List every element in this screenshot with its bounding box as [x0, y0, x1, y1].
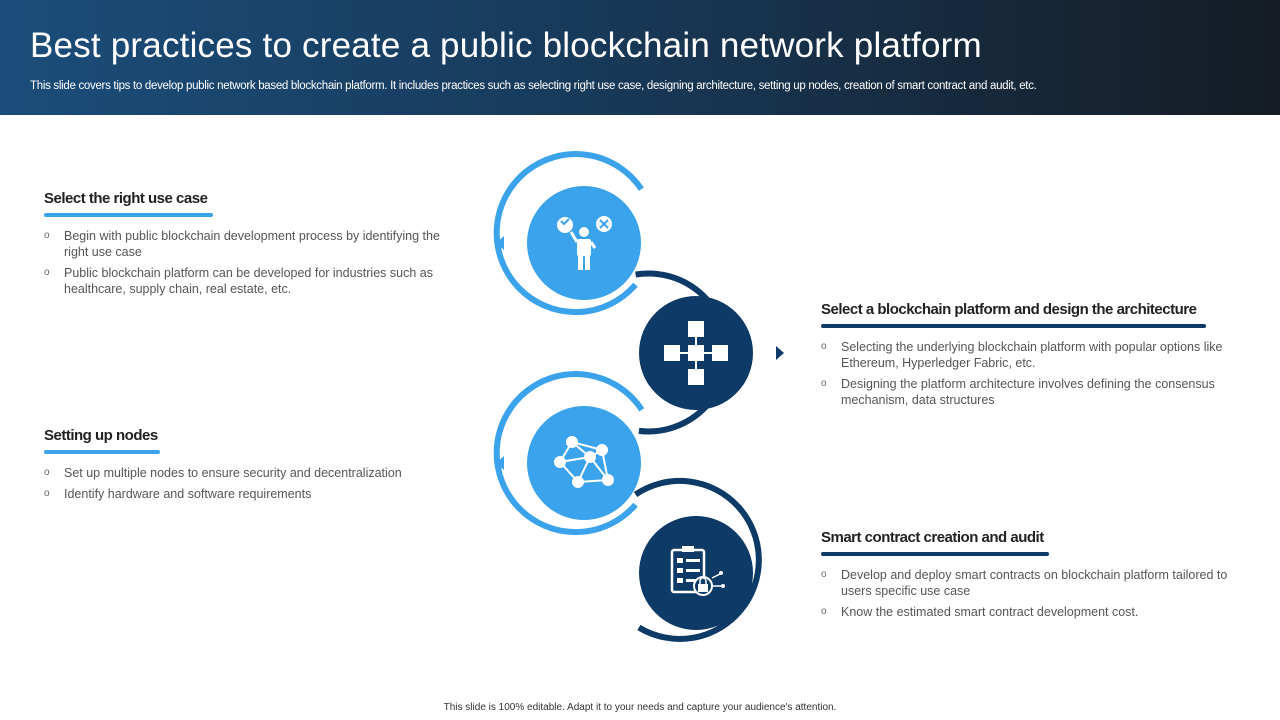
- bullet-item: o Know the estimated smart contract devel…: [821, 604, 1241, 620]
- practices-diagram: [493, 151, 784, 642]
- step-1-circle: [493, 151, 644, 316]
- bullet-marker: o: [821, 569, 827, 580]
- practice-platform-architecture: Select a blockchain platform and design …: [821, 301, 1241, 413]
- step-2-circle: [635, 270, 784, 435]
- blockchain-cubes-icon: [664, 321, 728, 385]
- bullet-marker: o: [821, 341, 827, 352]
- bullet-list: o Develop and deploy smart contracts on b…: [821, 567, 1241, 620]
- practice-title: Select the right use case: [44, 190, 208, 207]
- bullet-marker: o: [44, 230, 50, 241]
- bullet-text: Set up multiple nodes to ensure security…: [64, 466, 402, 480]
- bullet-text: Designing the platform architecture invo…: [841, 377, 1215, 407]
- bullet-marker: o: [44, 467, 50, 478]
- person-decision-icon: [557, 216, 612, 270]
- practice-title: Smart contract creation and audit: [821, 529, 1044, 546]
- bullet-item: o Identify hardware and software requirem…: [44, 486, 464, 502]
- title-underline: [44, 213, 213, 217]
- step-3-disc: [527, 406, 641, 520]
- bullet-text: Identify hardware and software requireme…: [64, 487, 312, 501]
- step-2-pointer: [776, 346, 784, 360]
- bullet-item: o Designing the platform architecture inv…: [821, 376, 1241, 408]
- practice-use-case: Select the right use case o Begin with pu…: [44, 190, 464, 302]
- bullet-item: o Develop and deploy smart contracts on b…: [821, 567, 1241, 599]
- header-banner: Best practices to create a public blockc…: [0, 0, 1280, 115]
- bullet-text: Know the estimated smart contract develo…: [841, 605, 1139, 619]
- title-underline: [821, 324, 1206, 328]
- page-title: Best practices to create a public blockc…: [30, 26, 982, 65]
- bullet-marker: o: [821, 378, 827, 389]
- bullet-item: o Public blockchain platform can be devel…: [44, 265, 464, 297]
- bullet-list: o Begin with public blockchain developmen…: [44, 228, 464, 297]
- practice-title: Setting up nodes: [44, 427, 158, 444]
- title-underline: [821, 552, 1049, 556]
- bullet-list: o Set up multiple nodes to ensure securit…: [44, 465, 464, 502]
- bullet-marker: o: [44, 488, 50, 499]
- bullet-item: o Begin with public blockchain developmen…: [44, 228, 464, 260]
- practice-nodes: Setting up nodes o Set up multiple nodes …: [44, 427, 464, 507]
- practice-smart-contract: Smart contract creation and audit o Devel…: [821, 529, 1241, 625]
- bullet-item: o Set up multiple nodes to ensure securit…: [44, 465, 464, 481]
- bullet-list: o Selecting the underlying blockchain pla…: [821, 339, 1241, 408]
- network-nodes-icon: [554, 436, 614, 488]
- footer-note: This slide is 100% editable. Adapt it to…: [443, 702, 837, 713]
- step-4-disc: [639, 516, 753, 630]
- bullet-text: Begin with public blockchain development…: [64, 229, 440, 259]
- step-1-ring: [493, 151, 644, 316]
- bullet-text: Develop and deploy smart contracts on bl…: [841, 568, 1228, 598]
- page-subtitle: This slide covers tips to develop public…: [30, 80, 1037, 92]
- step-4-circle: [633, 477, 762, 642]
- step-3-ring: [493, 371, 645, 536]
- bullet-text: Public blockchain platform can be develo…: [64, 266, 433, 296]
- practice-title: Select a blockchain platform and design …: [821, 301, 1197, 318]
- bullet-text: Selecting the underlying blockchain plat…: [841, 340, 1223, 370]
- bullet-marker: o: [821, 606, 827, 617]
- step-4-ring: [633, 477, 762, 642]
- step-3-pointer: [496, 456, 504, 470]
- bullet-item: o Selecting the underlying blockchain pla…: [821, 339, 1241, 371]
- title-underline: [44, 450, 160, 454]
- smart-contract-lock-icon: [670, 546, 725, 596]
- step-3-circle: [493, 371, 645, 536]
- bullet-marker: o: [44, 267, 50, 278]
- step-1-pointer: [496, 236, 504, 250]
